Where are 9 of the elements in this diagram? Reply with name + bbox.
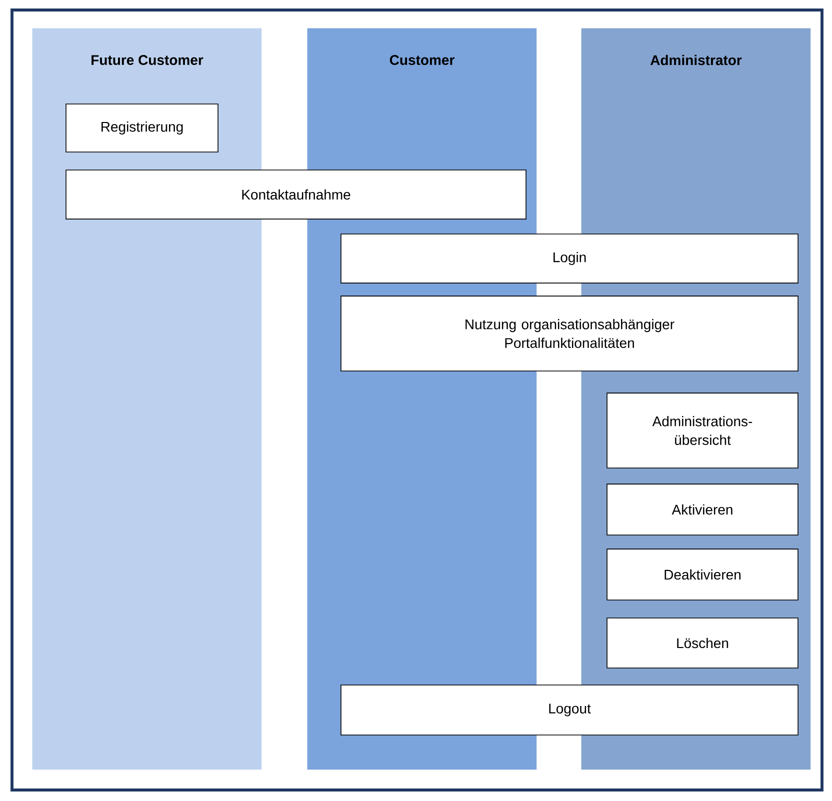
process-box: Administrations- übersicht	[606, 392, 798, 468]
process-box: Kontaktaufnahme	[66, 170, 526, 220]
process-box: Aktivieren	[606, 484, 798, 536]
process-box: Registrierung	[66, 104, 218, 152]
process-box: Logout	[340, 684, 798, 736]
process-box: Löschen	[606, 618, 798, 668]
process-box: Deaktivieren	[606, 548, 798, 600]
process-box: Nutzung organisationsabhängiger Portalfunktionalitäten	[340, 296, 798, 372]
process-box: Login	[340, 234, 798, 284]
